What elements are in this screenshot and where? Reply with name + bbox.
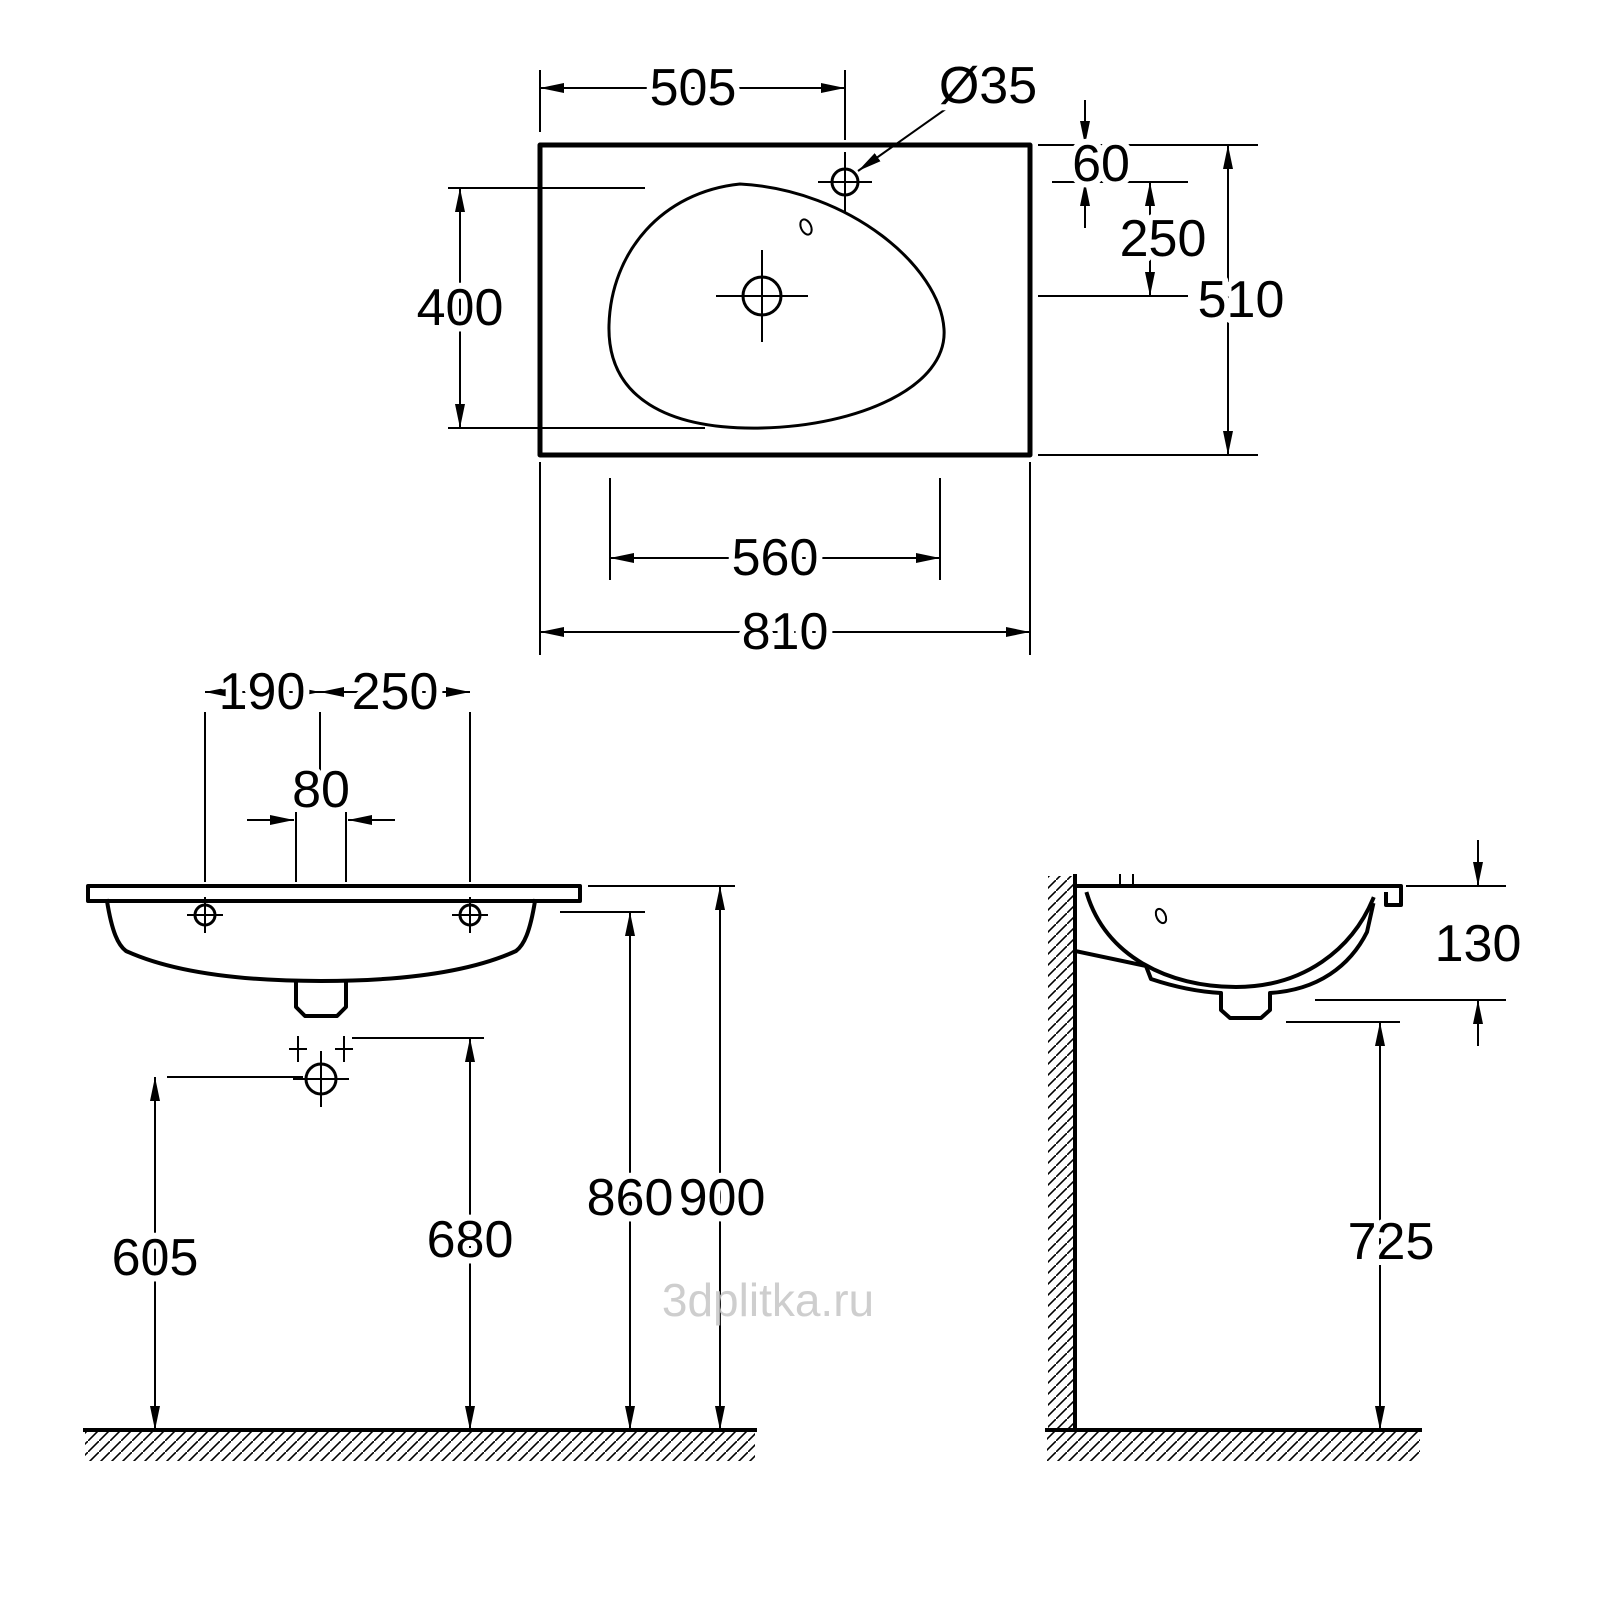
dim-190-250: 190 250 bbox=[204, 657, 471, 882]
siphon-symbol bbox=[293, 1051, 349, 1107]
ground-front bbox=[83, 1428, 757, 1461]
trap-connection-marks bbox=[289, 1036, 353, 1062]
dim-680-label: 680 bbox=[427, 1211, 514, 1269]
ground-side bbox=[1045, 1428, 1422, 1461]
wall-side bbox=[1048, 874, 1077, 1432]
dim-505-label: 505 bbox=[650, 59, 737, 117]
dim-510-label: 510 bbox=[1198, 271, 1285, 329]
dim-250-top-label: 250 bbox=[1120, 210, 1207, 268]
top-view: 505 Ø35 60 250 510 400 bbox=[411, 51, 1291, 667]
dim-60: 60 bbox=[1038, 100, 1258, 228]
dim-130-label: 130 bbox=[1435, 915, 1522, 973]
faucet-hole-symbol bbox=[818, 152, 872, 212]
faucet-hole-left-front bbox=[187, 897, 223, 933]
dim-80: 80 bbox=[247, 755, 395, 882]
dim-810-label: 810 bbox=[742, 603, 829, 661]
dim-60-label: 60 bbox=[1072, 135, 1130, 193]
front-view: 190 250 80 605 680 860 90 bbox=[83, 657, 771, 1461]
dim-250-front-label: 250 bbox=[352, 663, 439, 721]
hole-diameter-label: Ø35 bbox=[939, 57, 1037, 115]
ground-hatch-side bbox=[1047, 1431, 1420, 1461]
side-view: 130 725 bbox=[1045, 840, 1527, 1461]
underside-profile bbox=[1072, 902, 1376, 1020]
dim-505: 505 bbox=[539, 53, 846, 140]
rim-slab-front bbox=[86, 884, 582, 903]
faucet-hole-right-front bbox=[452, 897, 488, 933]
dim-130: 130 bbox=[1315, 840, 1527, 1046]
dim-680: 680 bbox=[352, 1037, 519, 1430]
dim-605: 605 bbox=[106, 1076, 303, 1430]
dim-725-label: 725 bbox=[1348, 1213, 1435, 1271]
countertop-outline-top bbox=[537, 142, 1033, 458]
dim-725: 725 bbox=[1286, 1021, 1440, 1430]
leader-line bbox=[857, 105, 951, 172]
overflow-hole-top bbox=[799, 218, 813, 236]
dim-810: 810 bbox=[539, 462, 1031, 667]
basin-body-front bbox=[104, 898, 538, 983]
watermark: 3dplitka.ru bbox=[662, 1274, 874, 1326]
bowl-inner-profile bbox=[1084, 891, 1376, 989]
dim-900-label: 900 bbox=[679, 1169, 766, 1227]
dim-560-label: 560 bbox=[732, 529, 819, 587]
dim-510: 510 bbox=[1038, 145, 1290, 456]
ground-hatch-front bbox=[85, 1431, 755, 1461]
dim-560: 560 bbox=[609, 478, 941, 593]
dim-860-label: 860 bbox=[587, 1169, 674, 1227]
dim-900: 900 bbox=[588, 885, 771, 1430]
overflow-hole-side bbox=[1154, 907, 1168, 925]
basin-outline-top bbox=[607, 182, 946, 430]
drain-symbol bbox=[716, 250, 808, 342]
dim-190-label: 190 bbox=[219, 663, 306, 721]
dim-605-label: 605 bbox=[112, 1229, 199, 1287]
rim-profile bbox=[1073, 884, 1403, 907]
dim-400: 400 bbox=[411, 187, 705, 429]
dim-400-label: 400 bbox=[417, 279, 504, 337]
dim-hole-diameter: Ø35 bbox=[857, 51, 1043, 172]
dim-80-label: 80 bbox=[292, 761, 350, 819]
wall-hatch bbox=[1048, 876, 1075, 1430]
drain-trap-front bbox=[294, 979, 348, 1018]
dim-250-top: 250 bbox=[1038, 182, 1212, 297]
dim-860: 860 bbox=[560, 911, 679, 1430]
sink-profile-side bbox=[1072, 874, 1403, 1020]
